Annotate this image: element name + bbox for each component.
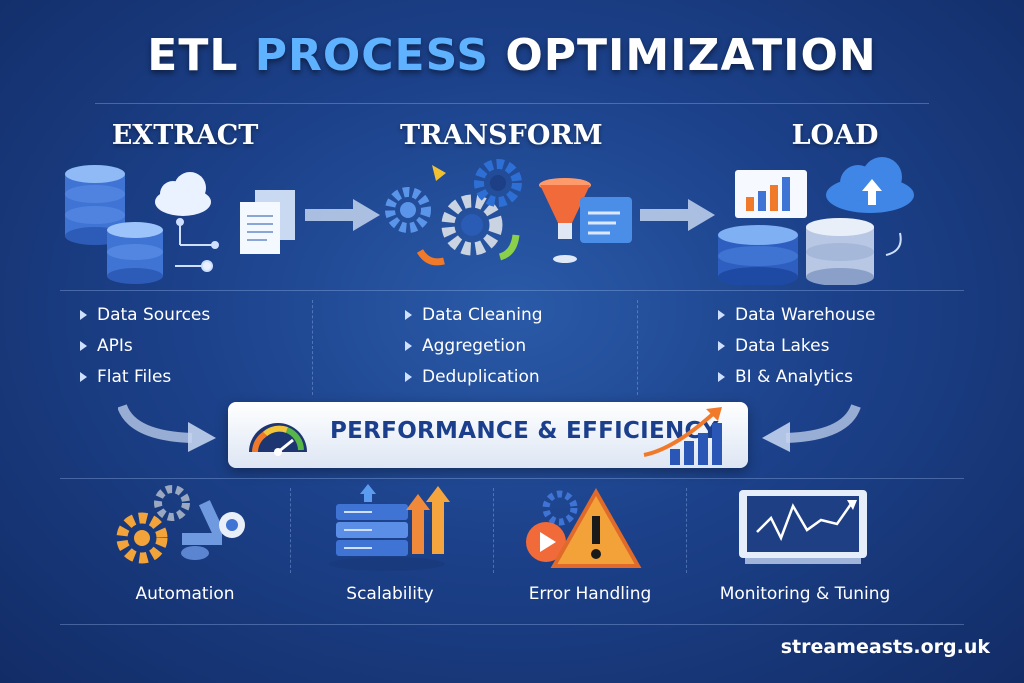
feature-automation-label: Automation [135,584,235,604]
site-url: streameasts.org.uk [780,636,990,658]
gear-icon [474,159,522,207]
column-divider [312,300,313,395]
load-list: Data Warehouse Data Lakes BI & Analytics [718,299,875,392]
load-illustration [718,157,914,285]
list-item: Data Warehouse [718,299,875,330]
growth-chart-icon [643,407,722,465]
stage-transform-heading: TRANSFORM [400,120,603,151]
connector-icon [175,218,219,272]
column-divider [637,300,638,395]
transform-list: Data Cleaning Aggregetion Deduplication [405,299,543,392]
monitor-chart-icon [739,490,867,564]
extract-illustration [65,165,295,284]
speedometer-icon [249,423,307,456]
gear-icon [385,187,431,233]
list-item: Aggregetion [405,330,543,361]
list-item: Data Cleaning [405,299,543,330]
server-stack-growth-icon [329,484,450,571]
bullet-triangle-icon [718,371,725,382]
cloud-icon [155,172,211,216]
database-icon [718,225,798,285]
column-divider [493,488,494,573]
bullet-triangle-icon [405,371,412,382]
gear-robot-arm-icon [116,485,245,564]
title-part-etl: ETL [147,30,239,81]
bullet-triangle-icon [80,340,87,351]
extract-list: Data Sources APIs Flat Files [80,299,210,392]
title-part-process: PROCESS [254,30,490,81]
document-icon [240,190,295,254]
bar-chart-card-icon [735,170,807,218]
list-item: Deduplication [405,361,543,392]
warning-triangle-icon [526,487,642,568]
database-icon [107,222,163,284]
bullet-triangle-icon [718,340,725,351]
footer-divider [60,624,964,625]
list-item: BI & Analytics [718,361,875,392]
bullet-triangle-icon [718,309,725,320]
bullet-triangle-icon [80,309,87,320]
title-divider [95,103,929,104]
transform-illustration [385,159,632,266]
data-card-icon [580,197,632,243]
curved-arrow-icon [762,404,861,452]
bullet-triangle-icon [405,340,412,351]
database-icon [65,165,125,245]
sync-arrow-icon [885,232,902,256]
banner-title: PERFORMANCE & EFFICIENCY [330,418,719,444]
list-item: Flat Files [80,361,210,392]
title-part-optimization: OPTIMIZATION [505,30,877,81]
section-divider [60,478,964,479]
stage-load-heading: LOAD [791,120,879,151]
column-divider [686,488,687,573]
column-divider [290,488,291,573]
list-item: Data Sources [80,299,210,330]
list-item: APIs [80,330,210,361]
stage-extract-heading: EXTRACT [111,120,259,151]
bullet-triangle-icon [405,309,412,320]
spark-icon [432,165,446,181]
performance-banner [228,402,748,468]
feature-error-handling-label: Error Handling [528,584,652,604]
rotate-arrow-icon [498,234,520,261]
filter-funnel-icon [539,178,591,263]
list-item: Data Lakes [718,330,875,361]
feature-scalability-label: Scalability [346,584,434,604]
section-divider [60,290,964,291]
gear-icon [441,194,503,256]
bullet-triangle-icon [80,371,87,382]
cloud-upload-icon [826,157,914,213]
curved-arrow-icon [118,404,216,452]
feature-monitoring-label: Monitoring & Tuning [719,584,891,604]
arrow-right-icon [305,199,380,231]
rotate-arrow-icon [416,249,445,266]
page-title: ETL PROCESS OPTIMIZATION [0,30,1024,81]
database-icon [806,218,874,285]
arrow-right-icon [640,199,715,231]
